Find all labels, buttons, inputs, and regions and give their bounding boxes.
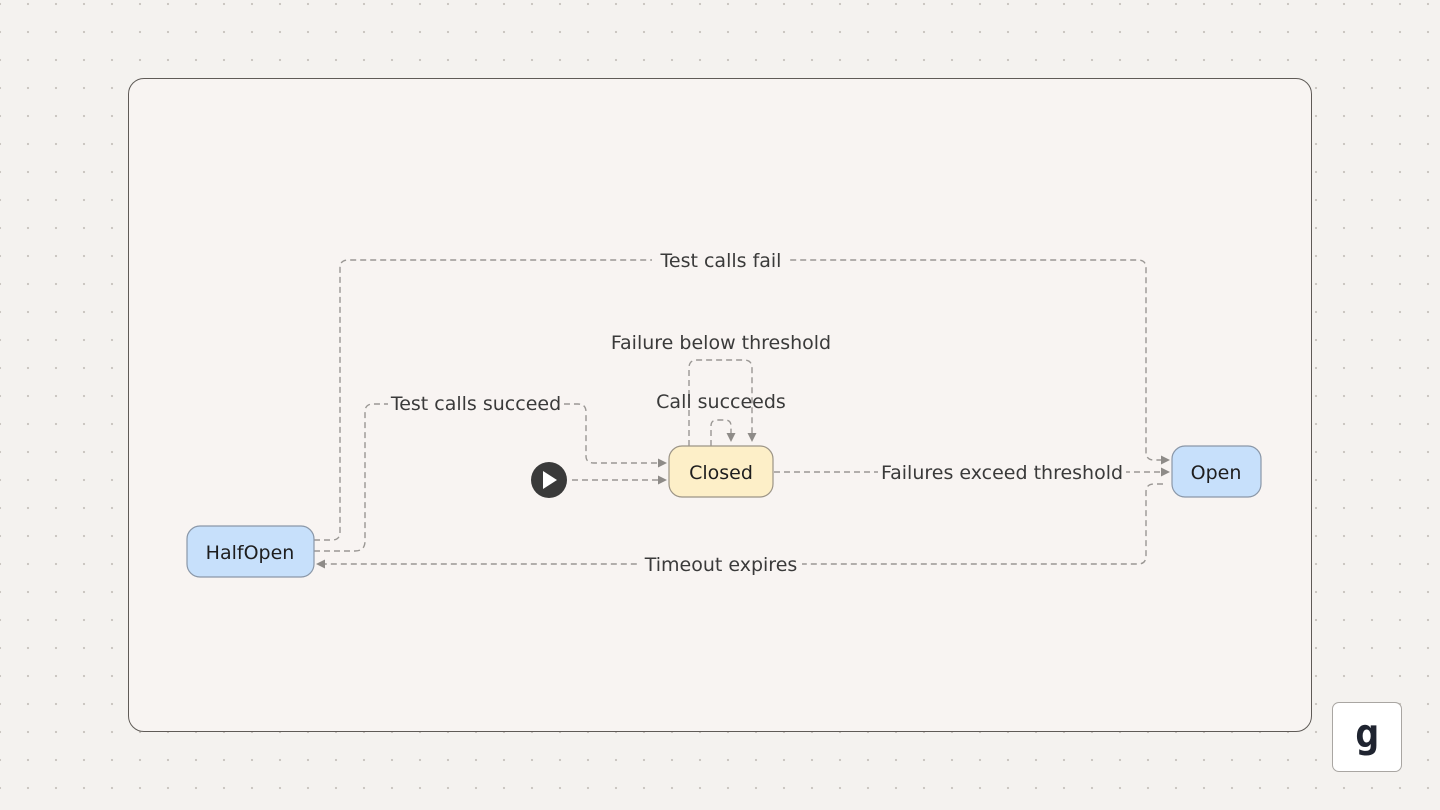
edge-call-succeeds: Call succeeds <box>656 391 786 446</box>
diagram-frame <box>128 78 1312 732</box>
edge-timeout-expires: Timeout expires <box>316 483 1163 579</box>
brand-logo-icon: g <box>1332 702 1402 772</box>
state-open: Open <box>1171 445 1262 498</box>
edge-failure-below-threshold: Failure below threshold <box>611 332 831 446</box>
edge-label-failure-below-threshold: Failure below threshold <box>611 332 831 354</box>
edge-test-calls-fail: Test calls fail <box>314 245 1170 541</box>
edge-label-call-succeeds: Call succeeds <box>656 391 786 413</box>
state-half-open: HalfOpen <box>186 525 315 578</box>
edge-label-test-calls-fail: Test calls fail <box>660 250 782 272</box>
brand-logo-letter: g <box>1354 711 1380 757</box>
edge-failures-exceed-threshold: Failures exceed threshold <box>774 457 1170 487</box>
edge-start <box>572 475 667 485</box>
play-icon <box>531 462 567 498</box>
edge-test-calls-succeed: Test calls succeed <box>314 389 667 552</box>
edge-label-timeout-expires: Timeout expires <box>644 554 798 576</box>
state-half-open-label: HalfOpen <box>206 542 295 564</box>
edge-label-test-calls-succeed: Test calls succeed <box>390 393 561 415</box>
state-closed: Closed <box>668 445 774 498</box>
edge-label-failures-exceed-threshold: Failures exceed threshold <box>881 462 1123 484</box>
state-open-label: Open <box>1191 462 1242 484</box>
state-closed-label: Closed <box>689 462 753 484</box>
